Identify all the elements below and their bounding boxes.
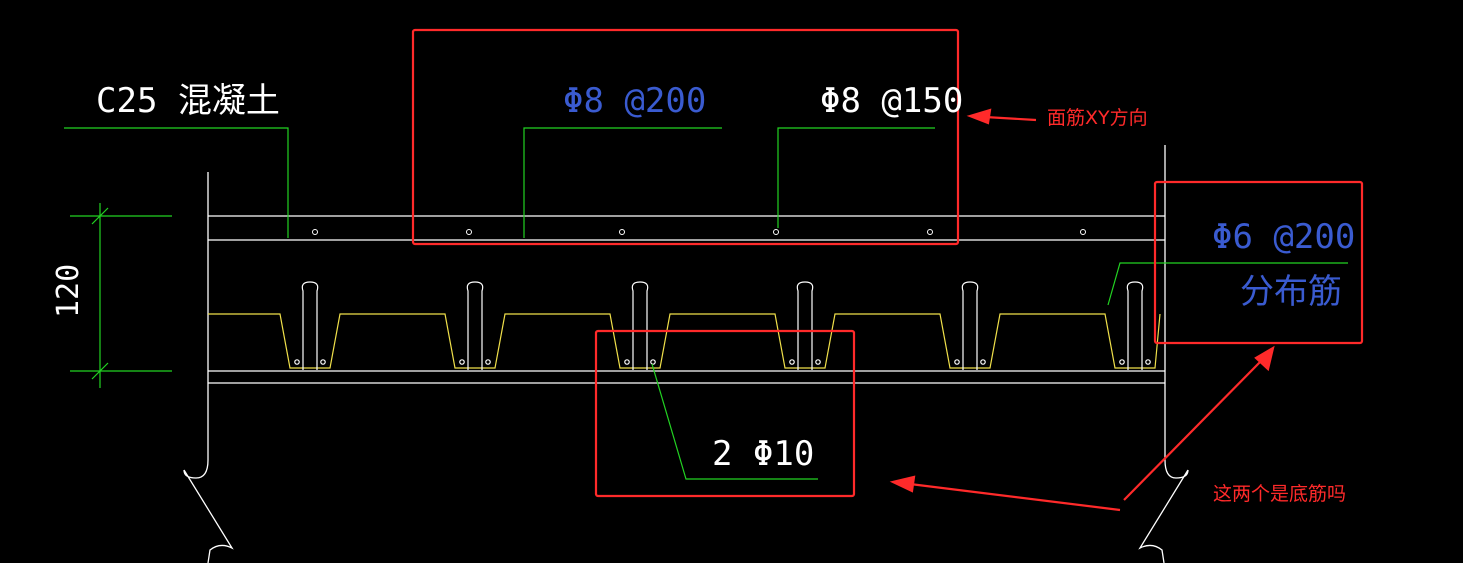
arrowhead-icon bbox=[889, 475, 916, 493]
concrete-label: C25 混凝土 bbox=[96, 81, 280, 121]
left-support bbox=[183, 172, 234, 563]
dimension-line bbox=[70, 203, 172, 388]
top-rebar-dots bbox=[312, 229, 1086, 235]
right-support bbox=[1138, 145, 1189, 563]
dist-rebar-name-label: 分布筋 bbox=[1240, 272, 1342, 312]
top-rebar-note: 面筋XY方向 bbox=[1047, 107, 1148, 129]
bottom-rebar-highlight-box bbox=[594, 329, 856, 498]
highlight-boxes bbox=[411, 28, 1364, 498]
arrowhead-icon bbox=[1254, 345, 1275, 372]
dist-rebar-label: Φ6 @200 bbox=[1212, 217, 1355, 257]
bottom-rebar-label: 2 Φ10 bbox=[712, 434, 814, 474]
annotation-arrows bbox=[889, 108, 1275, 512]
bottom-rebar-question-note: 这两个是底筋吗 bbox=[1213, 483, 1346, 505]
rib-reinforcement bbox=[294, 281, 1151, 370]
arrowhead-icon bbox=[966, 108, 992, 125]
slab-outline bbox=[208, 215, 1165, 384]
dist-rebar-highlight-box bbox=[1153, 180, 1364, 345]
leader-lines bbox=[64, 127, 1348, 480]
top-rebar-b-label: Φ8 @150 bbox=[820, 81, 963, 121]
steel-deck-profile bbox=[208, 313, 1161, 369]
dimension-text: 120 bbox=[51, 264, 86, 318]
top-rebar-a-label: Φ8 @200 bbox=[563, 81, 706, 121]
top-rebar-highlight-box bbox=[411, 28, 960, 246]
